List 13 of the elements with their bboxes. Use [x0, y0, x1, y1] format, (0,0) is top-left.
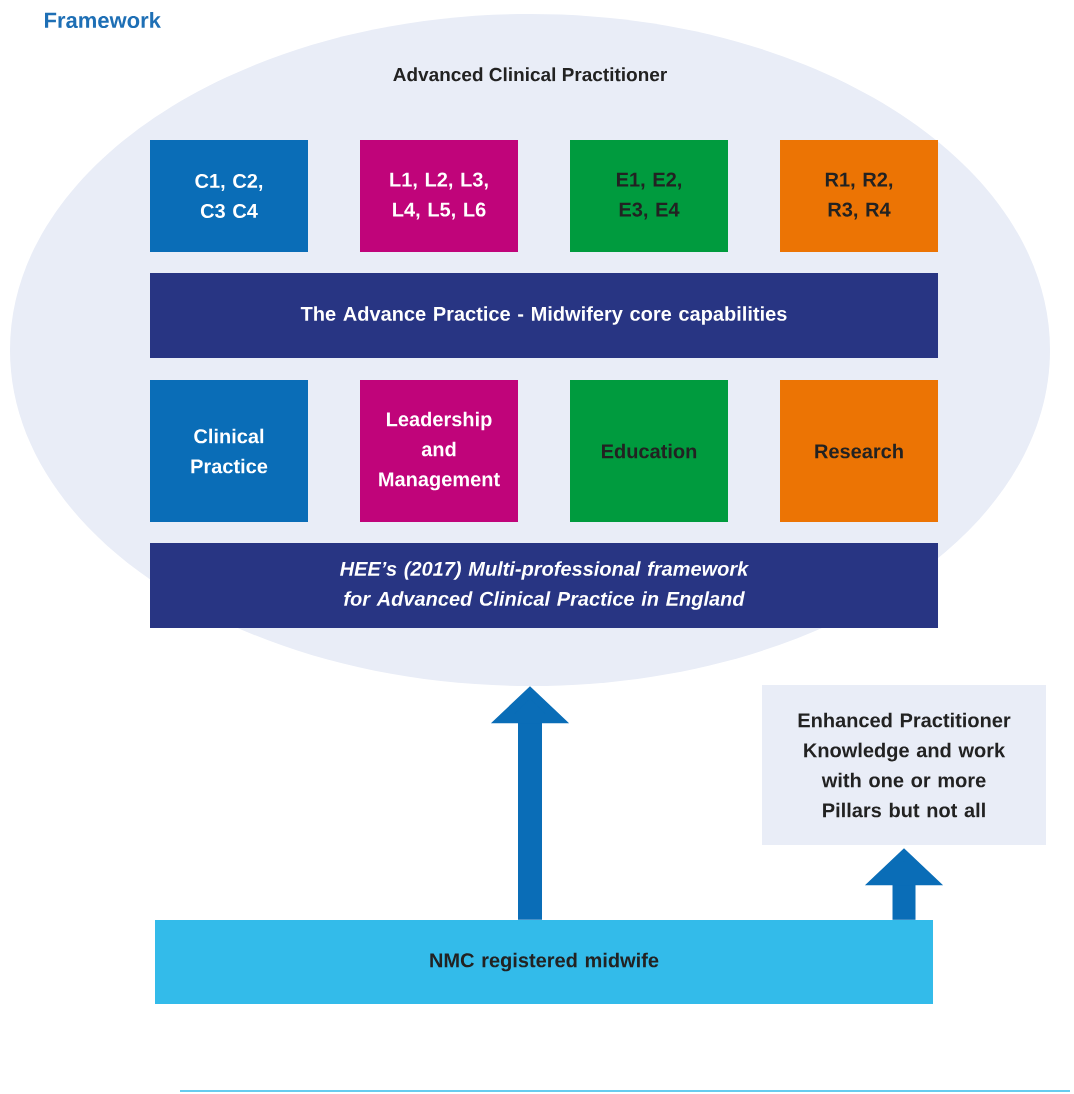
banner: HEE’s (2017) Multi-professional framework for Advanced Clinical Practice in England [150, 543, 938, 628]
base-bar: NMC registered midwife [155, 920, 933, 1004]
capability-box: C1, C2, C3 C4 [150, 140, 308, 252]
capability-box: R1, R2, R3, R4 [780, 140, 938, 252]
pillar-box: Education [570, 380, 728, 522]
capability-box: L1, L2, L3, L4, L5, L6 [360, 140, 518, 252]
capability-box: E1, E2, E3, E4 [570, 140, 728, 252]
pillar-box: Research [780, 380, 938, 522]
title: Framework [45, 11, 161, 29]
pillar-box: Leadership and Management [360, 380, 518, 522]
note-box: Enhanced Practitioner Knowledge and work with one or more Pillars but not all [762, 685, 1046, 845]
pillar-box: Clinical Practice [150, 380, 308, 522]
banner: The Advance Practice - Midwifery core capabilities [150, 273, 938, 358]
